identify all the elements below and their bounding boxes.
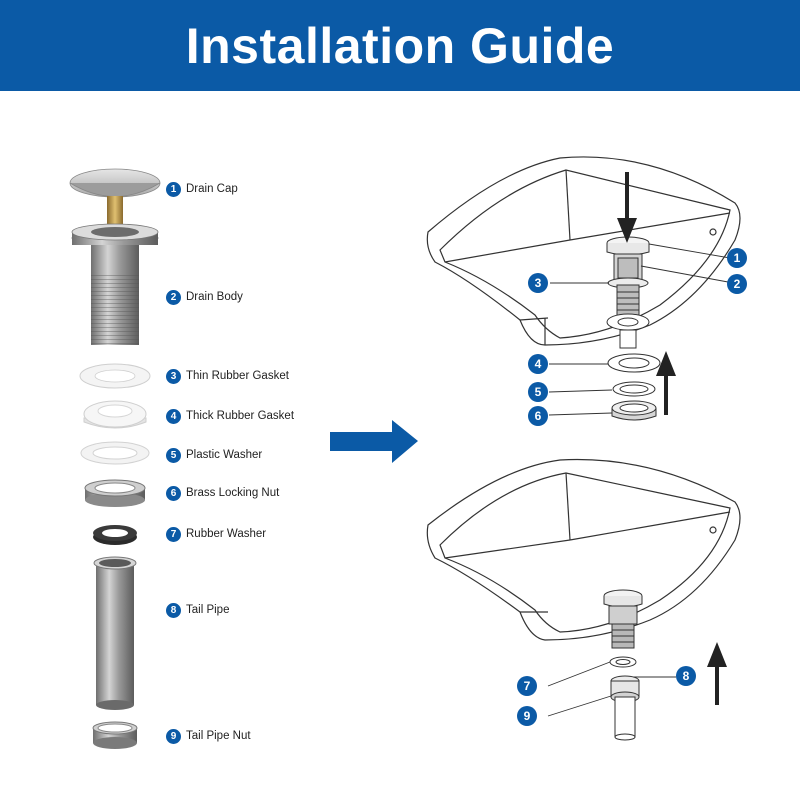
callout-2: 2 [727,274,747,294]
bottom-sink-drain [603,589,643,741]
part-name: Thick Rubber Gasket [186,410,295,422]
part-label-rubber-washer: 7 Rubber Washer [166,525,266,543]
down-arrow-icon [617,172,637,243]
up-arrow-bottom-icon [707,642,727,705]
part-name: Drain Cap [186,183,238,195]
callout-6: 6 [528,406,548,426]
part-label-tail-pipe: 8 Tail Pipe [166,601,229,619]
callout-8: 8 [676,666,696,686]
tail-pipe-illustration [93,556,137,710]
part-label-plastic-washer: 5 Plastic Washer [166,446,262,464]
part-number: 9 [166,728,181,744]
part-name: Drain Body [186,291,243,303]
part-number: 4 [166,408,181,424]
callout-3: 3 [528,273,548,293]
page-title: Installation Guide [185,17,615,74]
plastic-washer-illustration [80,441,150,465]
part-name: Rubber Washer [186,528,267,540]
part-name: Plastic Washer [186,449,263,461]
top-sink-diagram [426,156,741,346]
part-label-drain-body: 2 Drain Body [166,288,243,306]
part-number: 6 [166,485,181,501]
top-sink-drain [606,236,650,349]
top-sink-washers [607,353,661,421]
part-name: Thin Rubber Gasket [186,370,289,382]
brass-locking-nut-illustration [84,479,146,507]
part-number: 1 [166,181,181,197]
callout-4: 4 [528,354,548,374]
callout-9: 9 [517,706,537,726]
drain-cap-illustration [69,168,161,232]
part-number: 5 [166,447,181,463]
part-label-thick-rubber-gasket: 4 Thick Rubber Gasket [166,407,294,425]
up-arrow-icon [656,351,676,415]
part-label-drain-cap: 1 Drain Cap [166,180,238,198]
part-name: Brass Locking Nut [186,487,280,499]
part-number: 3 [166,368,181,384]
callout-1: 1 [727,248,747,268]
part-number: 2 [166,289,181,305]
thick-rubber-gasket-illustration [83,400,147,429]
part-label-tail-pipe-nut: 9 Tail Pipe Nut [166,727,251,745]
part-name: Tail Pipe Nut [186,730,251,742]
thin-rubber-gasket-illustration [79,363,151,389]
callout-7: 7 [517,676,537,696]
part-number: 8 [166,602,181,618]
callout-5: 5 [528,382,548,402]
drain-body-illustration [71,223,159,345]
right-arrow-icon [330,420,418,463]
bottom-sink-diagram [426,458,741,641]
part-number: 7 [166,526,181,542]
part-label-thin-rubber-gasket: 3 Thin Rubber Gasket [166,367,289,385]
rubber-washer-illustration [93,525,137,545]
title-banner: Installation Guide [0,0,800,91]
part-name: Tail Pipe [186,604,230,616]
part-label-brass-locking-nut: 6 Brass Locking Nut [166,484,279,502]
tail-pipe-nut-illustration [92,721,138,749]
